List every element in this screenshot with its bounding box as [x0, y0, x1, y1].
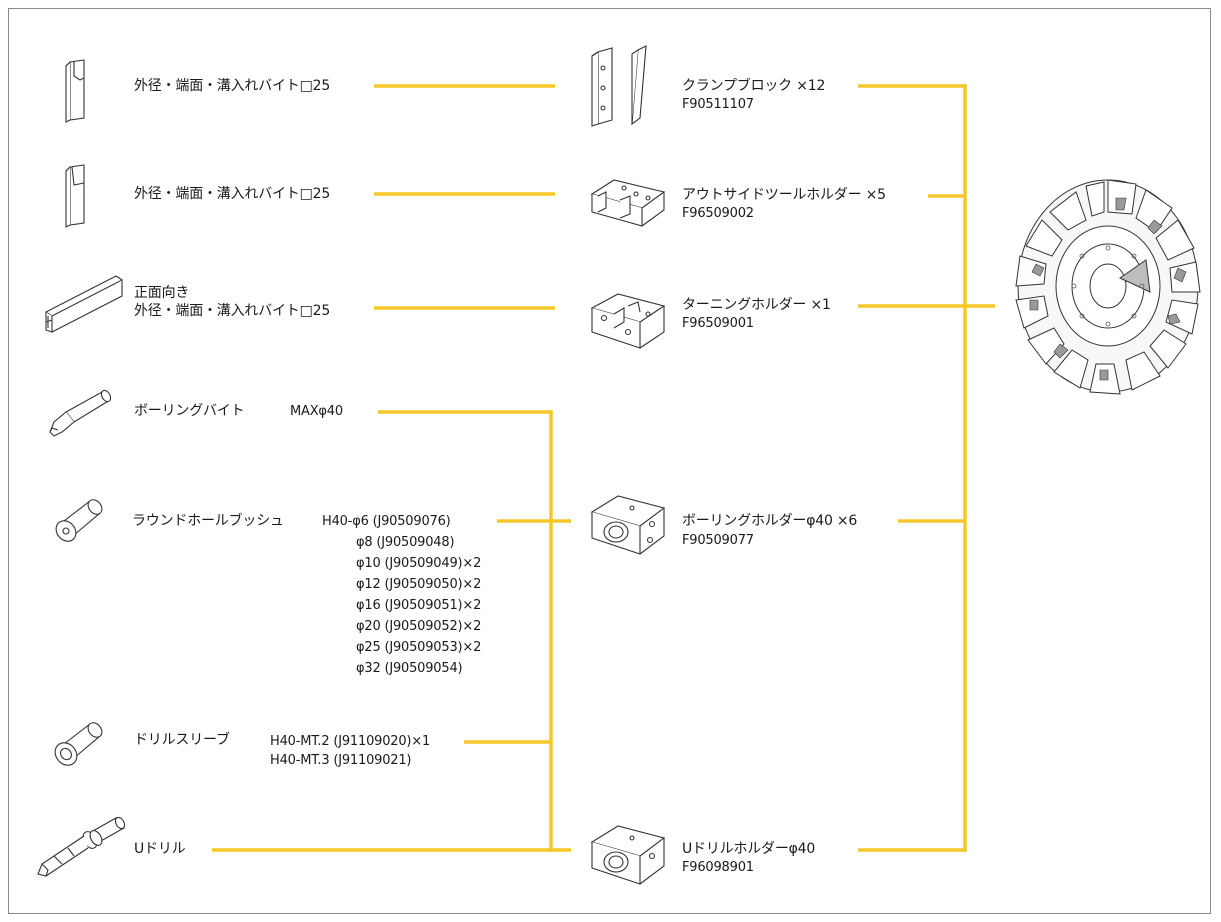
- holder-label-2: アウトサイドツールホルダー ×5: [682, 187, 886, 203]
- item-label-5: ラウンドホールブッシュ: [132, 513, 284, 529]
- u-drill-icon: [34, 812, 130, 884]
- bushing-size-5: φ16 (J90509051)×2: [356, 598, 482, 613]
- bushing-size-6: φ20 (J90509052)×2: [356, 619, 482, 634]
- item-label-1: 外径・端面・溝入れバイト□25: [134, 78, 331, 94]
- bushing-size-2: φ8 (J90509048): [356, 535, 455, 550]
- u-drill-holder-icon: [584, 814, 670, 892]
- bushing-size-1: H40-φ6 (J90509076): [322, 514, 451, 529]
- item-label-7: Uドリル: [134, 841, 186, 857]
- holder-label-1: クランプブロック ×12: [682, 78, 826, 94]
- item-label-6: ドリルスリーブ: [134, 732, 230, 748]
- item-label-3a: 正面向き: [134, 285, 190, 301]
- holder-code-1: F90511107: [682, 97, 754, 112]
- bushing-size-4: φ12 (J90509050)×2: [356, 577, 482, 592]
- square-tool-bit-icon: [62, 58, 92, 124]
- square-tool-bit-icon: [62, 163, 92, 229]
- holder-label-5: Uドリルホルダーφ40: [682, 841, 816, 857]
- holder-label-4: ボーリングホルダーφ40 ×6: [682, 513, 858, 529]
- bushing-size-8: φ32 (J90509054): [356, 661, 463, 676]
- bushing-size-3: φ10 (J90509049)×2: [356, 556, 482, 571]
- round-hole-bushing-icon: [50, 495, 108, 547]
- diagram-frame: [8, 8, 1211, 914]
- item-size-4: MAXφ40: [290, 404, 343, 419]
- holder-code-3: F96509001: [682, 316, 754, 331]
- holder-code-2: F96509002: [682, 206, 754, 221]
- bushing-size-7: φ25 (J90509053)×2: [356, 640, 482, 655]
- clamp-block-icon: [584, 44, 664, 130]
- outside-tool-holder-icon: [584, 168, 670, 234]
- item-label-3b: 外径・端面・溝入れバイト□25: [134, 303, 331, 319]
- turret-icon: [996, 168, 1202, 398]
- holder-code-4: F90509077: [682, 533, 754, 548]
- boring-bar-icon: [44, 388, 116, 444]
- item-label-4: ボーリングバイト: [134, 403, 245, 419]
- boring-holder-icon: [584, 484, 670, 562]
- holder-code-5: F96098901: [682, 860, 754, 875]
- item-label-2: 外径・端面・溝入れバイト□25: [134, 186, 331, 202]
- drill-sleeve-icon: [48, 718, 108, 770]
- turning-holder-icon: [584, 284, 670, 356]
- sleeve-size-1: H40-MT.2 (J91109020)×1: [270, 734, 431, 749]
- face-tool-bit-icon: [40, 270, 126, 336]
- holder-label-3: ターニングホルダー ×1: [682, 297, 831, 313]
- sleeve-size-2: H40-MT.3 (J91109021): [270, 753, 412, 768]
